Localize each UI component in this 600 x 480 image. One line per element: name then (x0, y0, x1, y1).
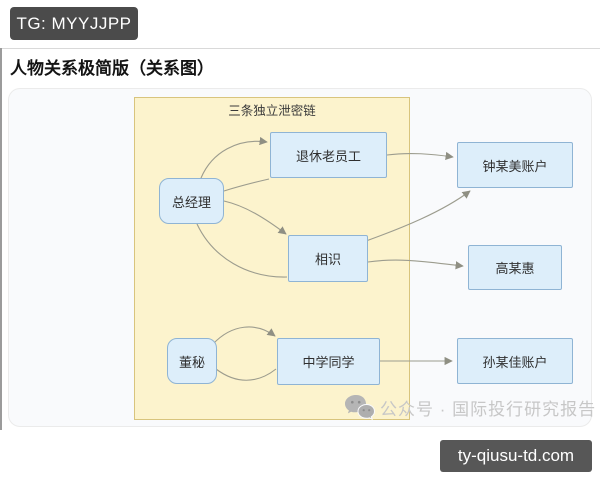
node-general-manager: 总经理 (159, 178, 224, 224)
node-acquaintance: 相识 (288, 235, 368, 282)
wechat-icon (345, 395, 375, 420)
node-secretary: 董秘 (167, 338, 217, 384)
telegram-watermark-badge: TG: MYYJJPP (10, 7, 138, 40)
group-label: 三条独立泄密链 (228, 104, 316, 118)
node-zhong-account: 钟某美账户 (457, 142, 573, 188)
page-title: 人物关系极简版（关系图） (10, 59, 214, 78)
node-classmate: 中学同学 (277, 338, 380, 385)
node-sun-account: 孙某佳账户 (457, 338, 573, 384)
header-divider (0, 48, 600, 49)
left-border-rule (0, 48, 2, 430)
site-url-badge: ty-qiusu-td.com (440, 440, 592, 472)
node-retired-employee: 退休老员工 (270, 132, 387, 178)
node-gao-account: 高某惠 (468, 245, 562, 290)
watermark-text: 公众号 · 国际投行研究报告 (380, 399, 597, 419)
watermark: 公众号 · 国际投行研究报告 (344, 393, 596, 421)
